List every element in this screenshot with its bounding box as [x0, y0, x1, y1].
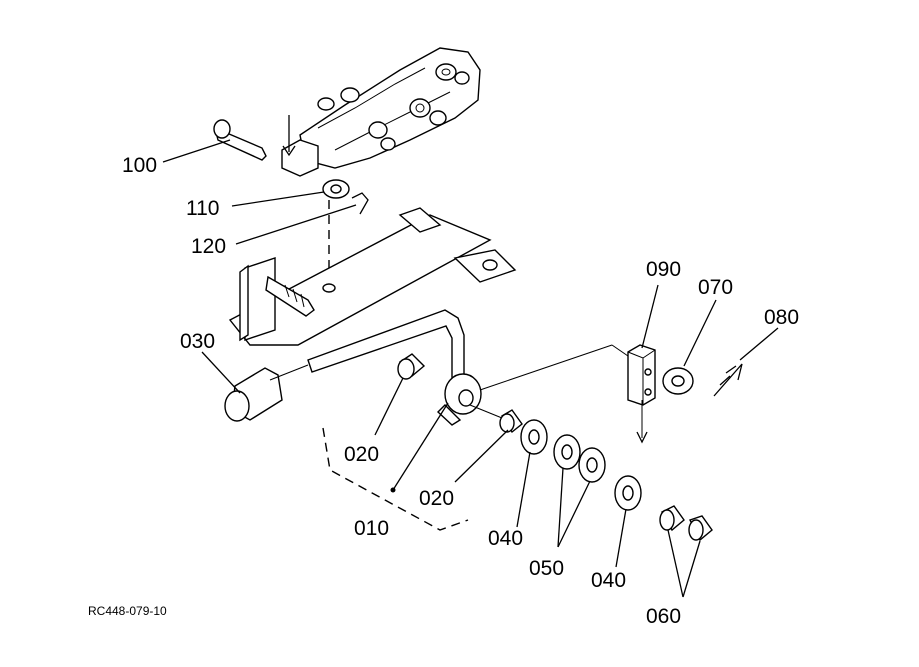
leader-050a: [557, 467, 564, 548]
leader-010: [392, 402, 449, 491]
leader-020a: [374, 377, 404, 436]
leader-060a: [667, 529, 684, 598]
label-020b: 020: [419, 487, 454, 510]
label-040a: 040: [488, 527, 523, 550]
leader-090: [641, 284, 659, 349]
leader-040a: [516, 451, 531, 528]
pin-100: [213, 119, 267, 161]
split-pin-080: [713, 363, 743, 397]
block-drop-arrow: [636, 431, 648, 444]
washer-050b: [578, 447, 606, 483]
label-030: 030: [180, 330, 215, 353]
valve-body: [281, 47, 481, 177]
leader-100: [162, 139, 231, 163]
leader-040b: [615, 508, 627, 568]
label-080: 080: [764, 306, 799, 329]
label-020a: 020: [344, 443, 379, 466]
washer-040b: [614, 475, 642, 511]
washer-070: [662, 367, 694, 395]
leader-060b: [682, 540, 701, 598]
washer-110: [322, 179, 350, 199]
label-010: 010: [354, 517, 389, 540]
leader-120: [235, 204, 357, 245]
label-110: 110: [186, 197, 219, 220]
leader-070: [683, 299, 717, 367]
label-100: 100: [122, 154, 157, 177]
label-050: 050: [529, 557, 564, 580]
bushing-020a: [397, 353, 426, 380]
label-070: 070: [698, 276, 733, 299]
block-090: [627, 344, 656, 406]
leader-080: [739, 327, 779, 361]
nut-060a: [659, 505, 685, 532]
knob-to-lever-line: [269, 364, 309, 381]
lever-010: [307, 309, 482, 426]
assembly-line-upper-end: [611, 344, 629, 357]
nut-060b: [688, 515, 713, 542]
leader-030: [201, 351, 241, 394]
leader-110: [231, 191, 325, 207]
label-090: 090: [646, 258, 681, 281]
leader-020b: [454, 429, 509, 483]
washer-040a: [520, 419, 548, 455]
leader-050b: [557, 480, 591, 548]
split-pin-120: [351, 192, 369, 215]
bracket-plate: [228, 207, 517, 346]
knob-030: [224, 367, 283, 422]
assembly-boundary: [322, 427, 469, 531]
label-040b: 040: [591, 569, 626, 592]
label-060: 060: [646, 605, 681, 628]
drawing-code: RC448-079-10: [88, 604, 167, 618]
assembly-line-upper: [479, 344, 613, 391]
label-120: 120: [191, 235, 226, 258]
leader-010-dot: [390, 487, 396, 493]
bushing-020b: [499, 409, 523, 434]
lever-to-bushing-line: [469, 404, 503, 419]
washer-050a: [553, 434, 581, 470]
